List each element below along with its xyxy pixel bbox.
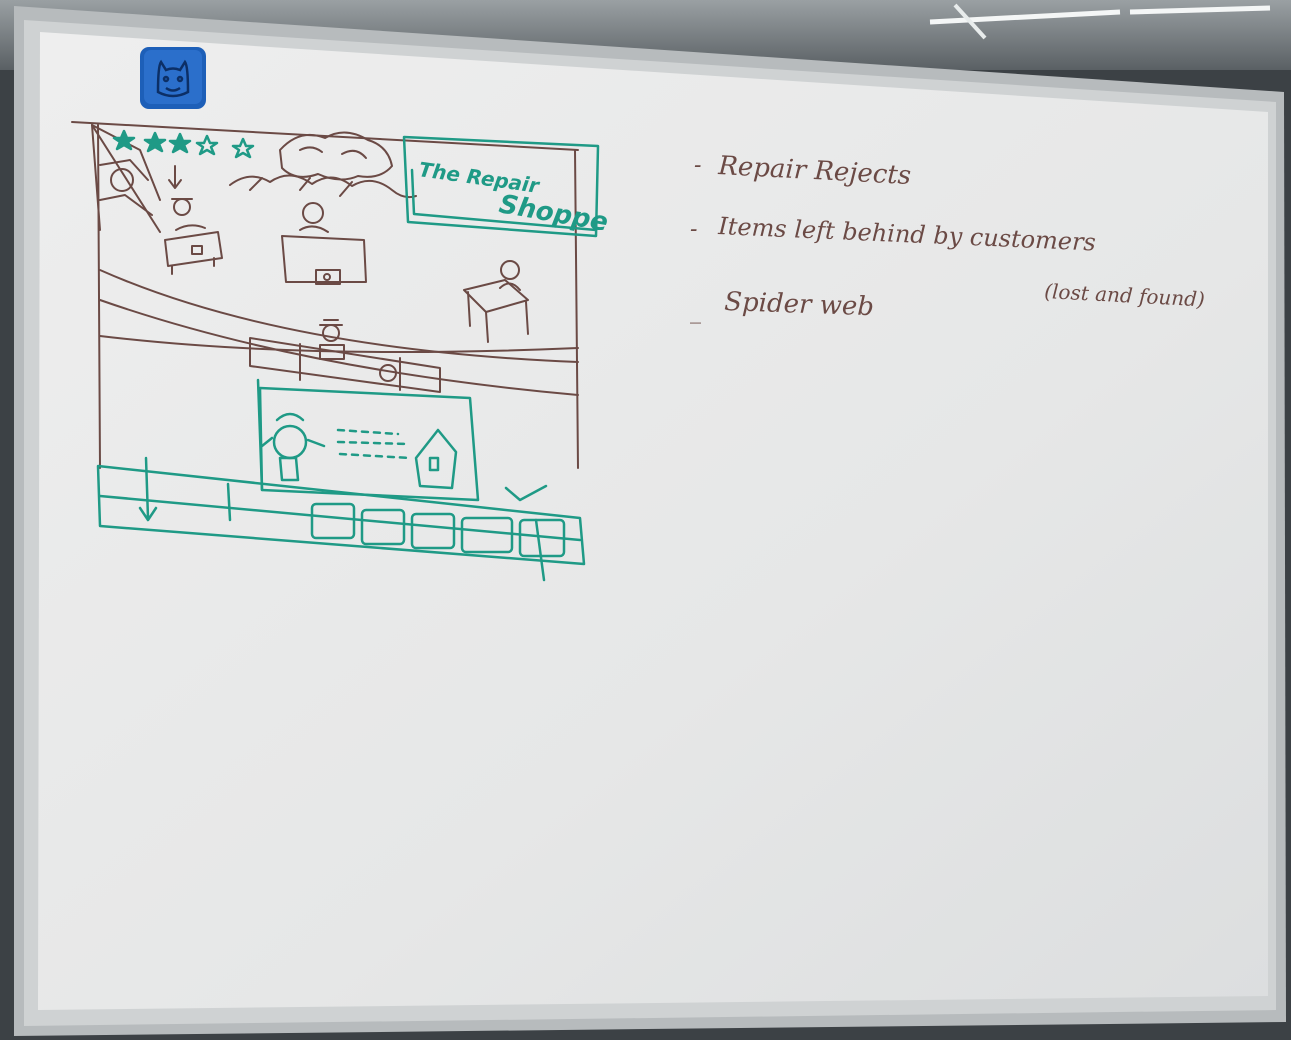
spider-web-sketch — [91, 124, 161, 233]
star-icon — [168, 132, 192, 154]
workbench-2-sketch — [281, 202, 367, 285]
notes-list: - Repair Rejects - Items left behind by … — [690, 151, 1205, 324]
magnet[interactable] — [140, 47, 206, 109]
workbench-1-sketch — [164, 165, 223, 275]
ceiling-light-3 — [953, 3, 987, 40]
star-icon — [112, 129, 136, 151]
sketch-top-border — [71, 121, 579, 151]
counter-sketch — [249, 319, 441, 393]
shop-sign-box — [402, 135, 600, 238]
workbench-3-sketch — [463, 260, 529, 343]
shop-sign-underline — [410, 168, 598, 232]
sketch-right-border — [574, 149, 579, 469]
inventory-bar — [96, 464, 586, 566]
game-sketch — [71, 121, 579, 469]
note-bullet: - — [690, 217, 697, 242]
floor-line-1 — [99, 269, 579, 363]
rating-stars — [112, 129, 255, 159]
star-icon — [195, 134, 219, 156]
inventory-slots — [310, 502, 566, 558]
star-icon — [231, 137, 255, 159]
junk-pile-sketch — [229, 131, 417, 199]
star-icon — [143, 131, 167, 153]
ceiling-light — [929, 9, 1121, 25]
whiteboard-surface — [38, 32, 1268, 1010]
sketch-left-border — [97, 124, 101, 469]
cat-face-icon — [156, 59, 190, 98]
note-item: _ Spider web — [690, 287, 874, 324]
note-text: Spider web — [724, 287, 875, 322]
game-hud-sketch — [96, 129, 600, 582]
ceiling-light-2 — [1129, 5, 1271, 15]
note-bullet: - — [694, 153, 701, 178]
note-bullet: _ — [690, 299, 701, 324]
